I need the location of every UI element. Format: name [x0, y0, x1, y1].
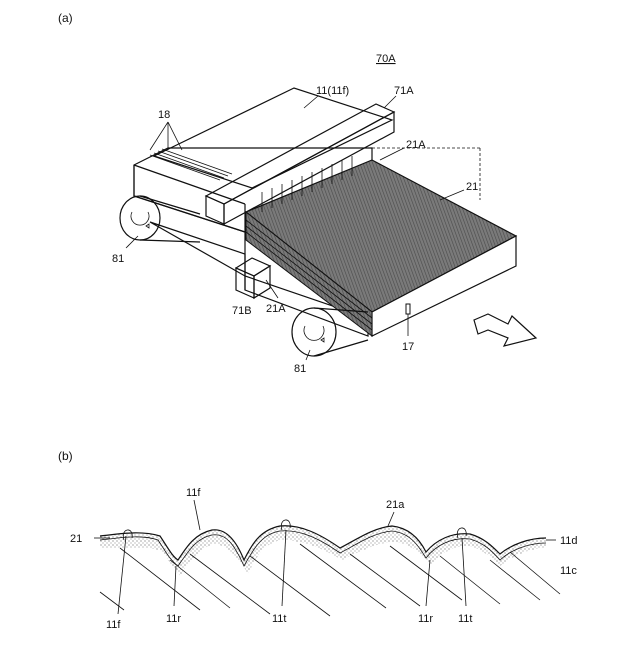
- label-71b: 71B: [232, 305, 252, 317]
- label-11f-bottom: 11f: [106, 619, 121, 631]
- label-71a: 71A: [394, 85, 414, 97]
- label-70a: 70A: [376, 53, 396, 65]
- label-11f-top: 11f: [186, 487, 201, 499]
- label-11t-2: 11t: [458, 613, 472, 625]
- panel-a: (a) 70A: [58, 11, 536, 375]
- mark-17: [406, 304, 410, 314]
- label-11t-1: 11t: [272, 613, 286, 625]
- label-11c: 11c: [560, 565, 577, 577]
- label-11-11f: 11(11f): [316, 85, 349, 97]
- panel-b-label: (b): [58, 449, 73, 463]
- label-11d: 11d: [560, 535, 578, 547]
- leaders-b: [94, 500, 556, 614]
- label-11r-1: 11r: [166, 613, 181, 625]
- label-21a-b: 21a: [386, 499, 405, 511]
- label-21a-upper: 21A: [406, 139, 426, 151]
- label-81-left: 81: [112, 253, 124, 265]
- label-17: 17: [402, 341, 414, 353]
- feed-direction-arrow: [474, 314, 536, 346]
- label-21-b: 21: [70, 533, 82, 545]
- stippled-layer: [100, 526, 546, 576]
- lower-unit-71b: [236, 258, 270, 298]
- label-18: 18: [158, 109, 170, 121]
- label-81-bottom: 81: [294, 363, 306, 375]
- label-21a-lower: 21A: [266, 303, 286, 315]
- panel-b: (b): [58, 449, 578, 631]
- panel-a-label: (a): [58, 11, 73, 25]
- label-11r-2: 11r: [418, 613, 433, 625]
- label-21: 21: [466, 181, 478, 193]
